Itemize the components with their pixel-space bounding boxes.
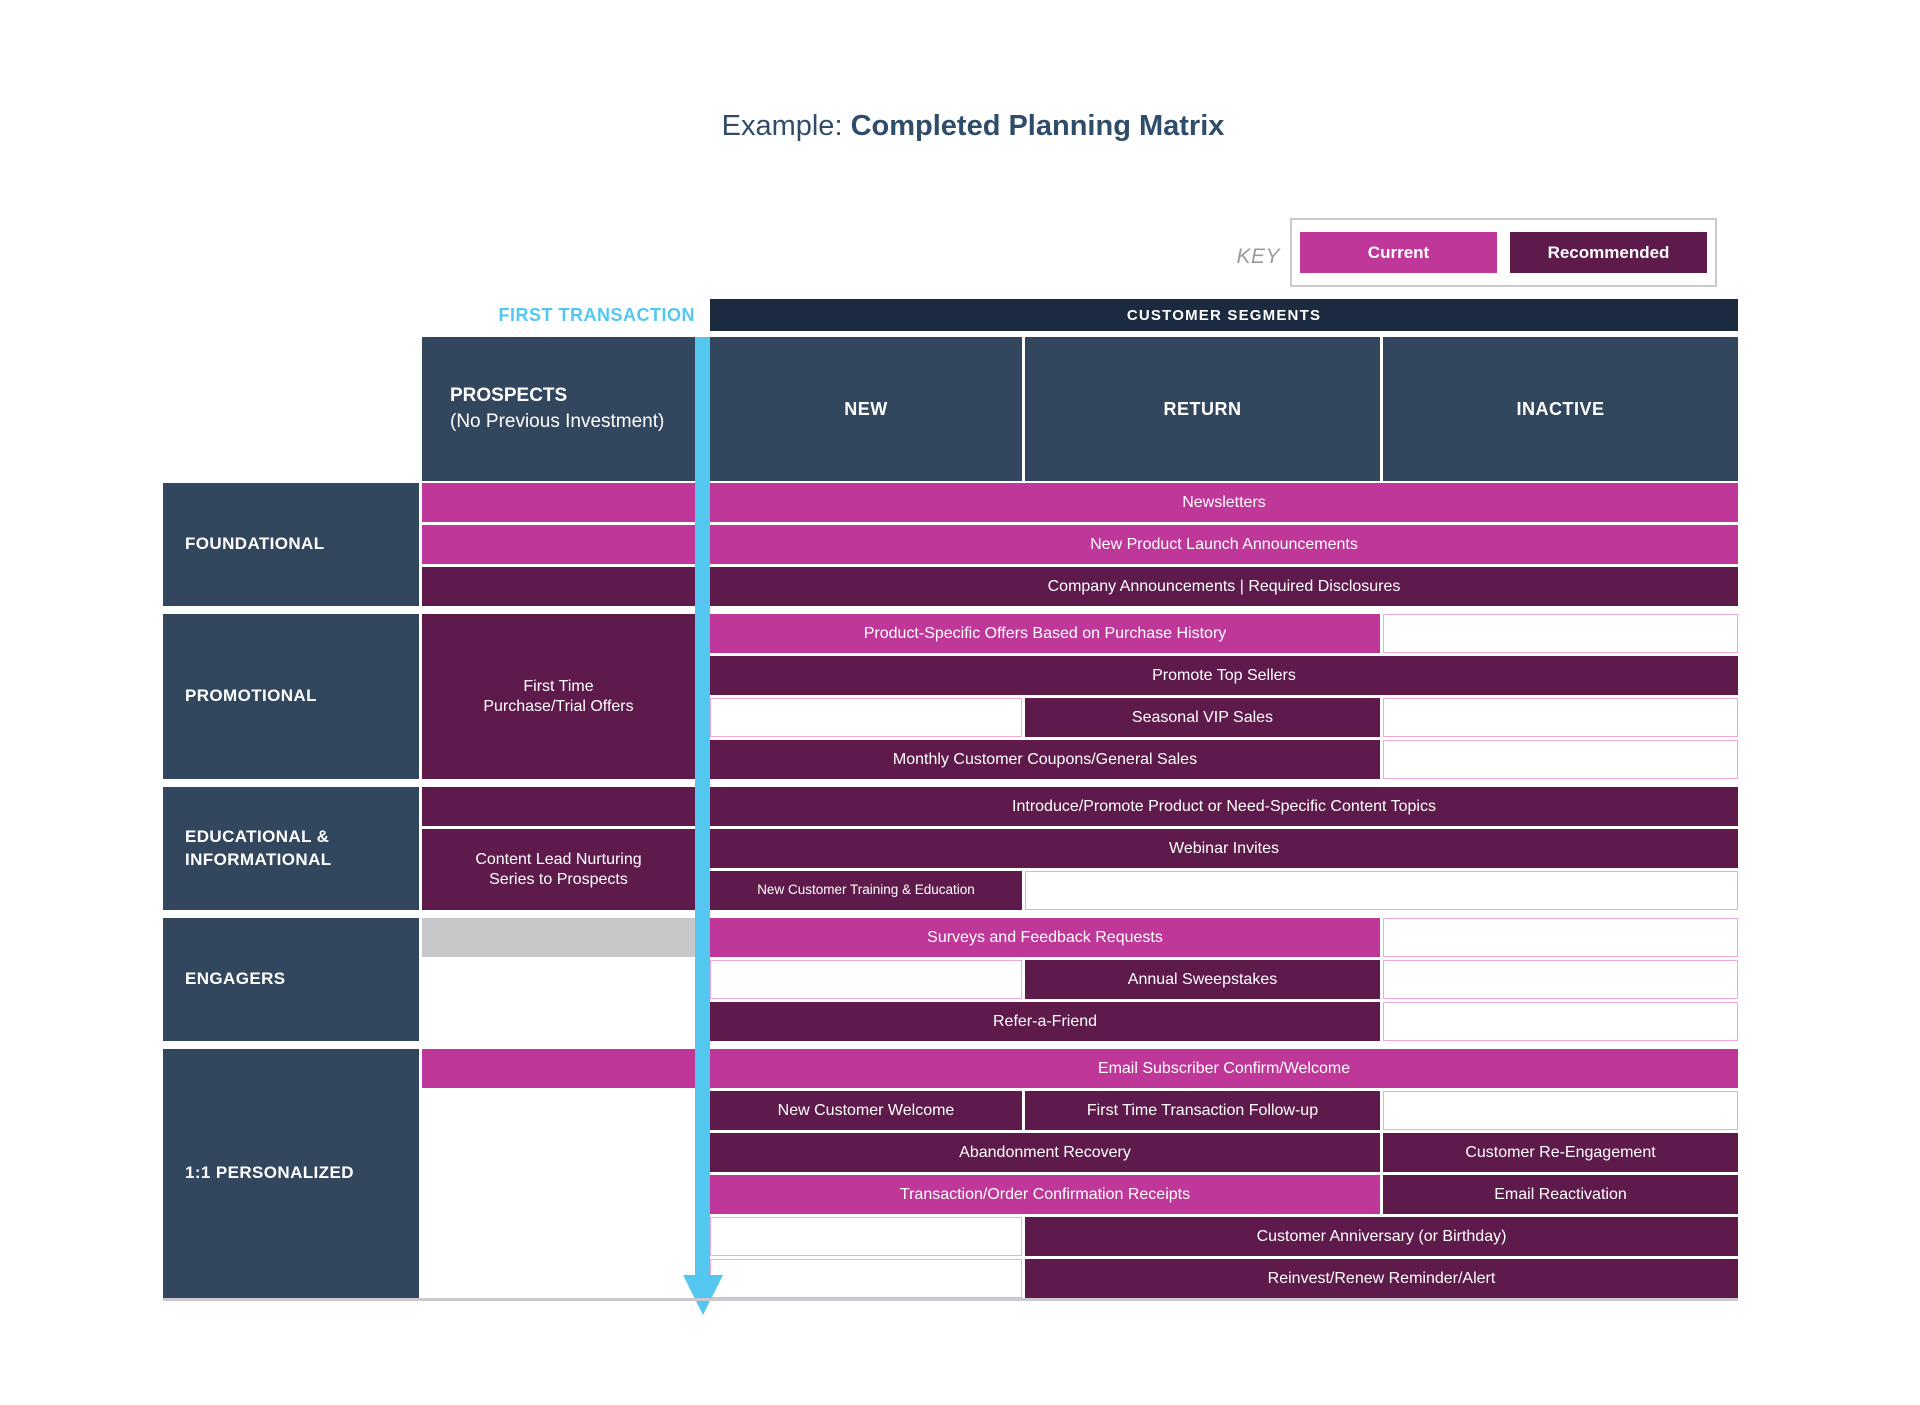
bar-product-specific-offers-based-on-purchase-history: Product-Specific Offers Based on Purchas… [710,614,1380,653]
empty-cell [710,1217,1022,1256]
bar-introduce-promote-product-or-need-specific-content-topics: Introduce/Promote Product or Need-Specif… [710,787,1738,826]
prospects-cell-current [422,483,695,522]
bar-refer-a-friend: Refer-a-Friend [710,1002,1380,1041]
empty-cell [710,1259,1022,1298]
table-bottom-line [163,1298,1738,1301]
bar-promote-top-sellers: Promote Top Sellers [710,656,1738,695]
bar-company-announcements-required-disclosures: Company Announcements | Required Disclos… [710,567,1738,606]
prospects-subtitle: (No Previous Investment) [450,411,665,432]
key-recommended-swatch: Recommended [1510,232,1707,273]
empty-cell [1383,960,1738,999]
empty-cell [1383,740,1738,779]
empty-cell [1383,1002,1738,1041]
page-title-prefix: Example: [721,110,851,142]
bar-webinar-invites: Webinar Invites [710,829,1738,868]
column-header-new: NEW [710,337,1022,481]
bar-monthly-customer-coupons-general-sales: Monthly Customer Coupons/General Sales [710,740,1380,779]
first-transaction-arrow-line [695,337,710,1275]
prospects-cell-content-lead-nurturing-series-to-prospects: Content Lead Nurturing Series to Prospec… [422,829,695,910]
key-legend: Current Recommended [1290,218,1717,287]
bar-new-product-launch-announcements: New Product Launch Announcements [710,525,1738,564]
prospects-cell-recommended [422,567,695,606]
key-label: KEY [1236,245,1280,268]
bar-customer-anniversary-or-birthday: Customer Anniversary (or Birthday) [1025,1217,1738,1256]
bar-email-reactivation: Email Reactivation [1383,1175,1738,1214]
bar-surveys-and-feedback-requests: Surveys and Feedback Requests [710,918,1380,957]
prospects-cell-current [422,1049,695,1088]
column-header-prospects: PROSPECTS (No Previous Investment) [422,337,695,481]
bar-new-customer-welcome: New Customer Welcome [710,1091,1022,1130]
empty-cell [710,960,1022,999]
prospects-title: PROSPECTS [450,385,568,407]
bar-transaction-order-confirmation-receipts: Transaction/Order Confirmation Receipts [710,1175,1380,1214]
section-label-promotional: PROMOTIONAL [163,614,419,779]
prospects-cell-recommended [422,787,695,826]
bar-new-customer-training-education: New Customer Training & Education [710,871,1022,910]
page-title: Example: Completed Planning Matrix [722,110,1225,143]
empty-cell [1383,918,1738,957]
prospects-cell-current [422,525,695,564]
bar-seasonal-vip-sales: Seasonal VIP Sales [1025,698,1380,737]
empty-cell [710,698,1022,737]
bar-customer-re-engagement: Customer Re-Engagement [1383,1133,1738,1172]
empty-cell [1383,614,1738,653]
empty-cell [1025,871,1738,910]
key-current-swatch: Current [1300,232,1497,273]
bar-email-subscriber-confirm-welcome: Email Subscriber Confirm/Welcome [710,1049,1738,1088]
empty-cell [1383,698,1738,737]
page-title-emphasis: Completed Planning Matrix [850,110,1225,142]
empty-cell [1383,1091,1738,1130]
section-label-educational-informational: EDUCATIONAL & INFORMATIONAL [163,787,419,910]
first-transaction-arrow-head-icon [683,1275,723,1315]
section-label-1-1-personalized: 1:1 PERSONALIZED [163,1049,419,1298]
prospects-cell-first-time-purchase-trial-offers: First Time Purchase/Trial Offers [422,614,695,779]
bar-reinvest-renew-reminder-alert: Reinvest/Renew Reminder/Alert [1025,1259,1738,1298]
prospects-cell-gray [422,918,695,957]
bar-annual-sweepstakes: Annual Sweepstakes [1025,960,1380,999]
first-transaction-label: FIRST TRANSACTION [498,305,695,325]
section-label-foundational: FOUNDATIONAL [163,483,419,606]
bar-abandonment-recovery: Abandonment Recovery [710,1133,1380,1172]
column-header-return: RETURN [1025,337,1380,481]
bar-first-time-transaction-follow-up: First Time Transaction Follow-up [1025,1091,1380,1130]
column-header-inactive: INACTIVE [1383,337,1738,481]
bar-newsletters: Newsletters [710,483,1738,522]
customer-segments-header: CUSTOMER SEGMENTS [710,299,1738,331]
section-label-engagers: ENGAGERS [163,918,419,1041]
